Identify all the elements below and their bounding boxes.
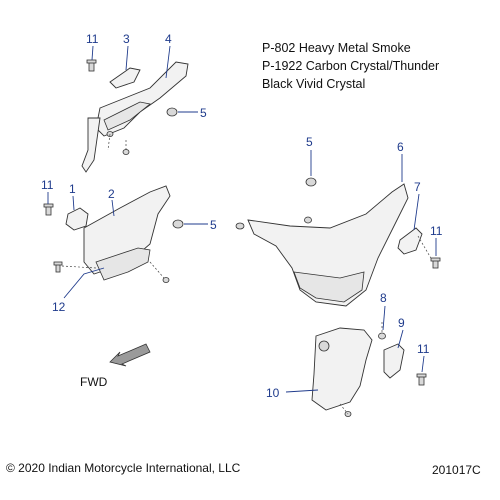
paint-code-line-3: Black Vivid Crystal [262, 77, 365, 91]
part-3-small-cover [109, 67, 141, 89]
copyright-notice: © 2020 Indian Motorcycle International, … [6, 461, 241, 475]
callout-11-lower-right: 11 [417, 342, 430, 356]
part-11-screw-b [43, 203, 54, 216]
callout-10: 10 [266, 386, 280, 400]
alignment-line-a1 [107, 133, 111, 151]
paint-code-line-2: P-1922 Carbon Crystal/Thunder [262, 59, 439, 73]
part-4-inner-face [103, 101, 151, 131]
callout-9: 9 [398, 316, 405, 330]
callout-6: 6 [397, 140, 404, 154]
callout-1: 1 [69, 182, 76, 196]
middle-left-group [43, 185, 184, 283]
callout-11-right: 11 [430, 224, 443, 238]
upper-left-group [81, 59, 189, 173]
part-6-lower-face [293, 271, 365, 303]
part-5-grommet-a [166, 107, 178, 117]
forward-arrow-icon [109, 343, 151, 367]
callout-8: 8 [380, 291, 387, 305]
callout-leaders [47, 45, 437, 393]
alignment-line-b2 [149, 261, 165, 279]
part-7-small-cover [397, 227, 423, 255]
part-5-grommet-b [172, 219, 184, 229]
callout-3: 3 [123, 32, 130, 46]
callout-12: 12 [52, 300, 66, 314]
callout-5-upper: 5 [200, 106, 207, 120]
part-9-small-cover [383, 343, 405, 379]
callout-7: 7 [414, 180, 421, 194]
figure-id: 201017C [432, 463, 481, 477]
part-2-lower-lip [95, 247, 151, 281]
alignment-line-c1 [417, 235, 433, 261]
part-10-lower-cover [311, 327, 373, 411]
paint-code-line-1: P-802 Heavy Metal Smoke [262, 41, 411, 55]
callout-11-top-left: 11 [86, 32, 99, 46]
alignment-line-b1 [61, 265, 97, 269]
callout-5-mid: 5 [210, 218, 217, 232]
grommet-c3 [304, 216, 312, 224]
grommet-c2 [235, 222, 245, 230]
part-5-grommet-c [305, 177, 317, 187]
footer: © 2020 Indian Motorcycle International, … [6, 461, 481, 477]
part-6-large-side-cover [247, 183, 409, 307]
part-11-screw-d [416, 373, 427, 386]
part-1-small-block [65, 207, 89, 231]
part-11-screw-a [86, 59, 97, 72]
part-10-mount-hole [318, 340, 330, 352]
callout-numbers: 11 3 4 5 11 1 2 5 12 5 6 7 11 8 9 11 10 [41, 32, 443, 400]
lower-right-group [311, 322, 427, 417]
callout-5-right: 5 [306, 135, 313, 149]
part-4-support-leg [81, 117, 101, 173]
part-2-left-side-panel [83, 185, 171, 275]
forward-direction-indicator: FWD [80, 343, 151, 389]
part-11-screw-c [430, 257, 441, 269]
paint-code-note: P-802 Heavy Metal Smoke P-1922 Carbon Cr… [262, 41, 439, 91]
callout-11-mid-left: 11 [41, 178, 54, 192]
part-12-screw [53, 261, 63, 273]
part-8-washer [378, 332, 386, 340]
forward-label: FWD [80, 375, 108, 389]
washer-b1 [162, 277, 170, 283]
callout-2: 2 [108, 187, 115, 201]
callout-4: 4 [165, 32, 172, 46]
washer-a2 [122, 149, 130, 155]
right-group [235, 177, 441, 307]
